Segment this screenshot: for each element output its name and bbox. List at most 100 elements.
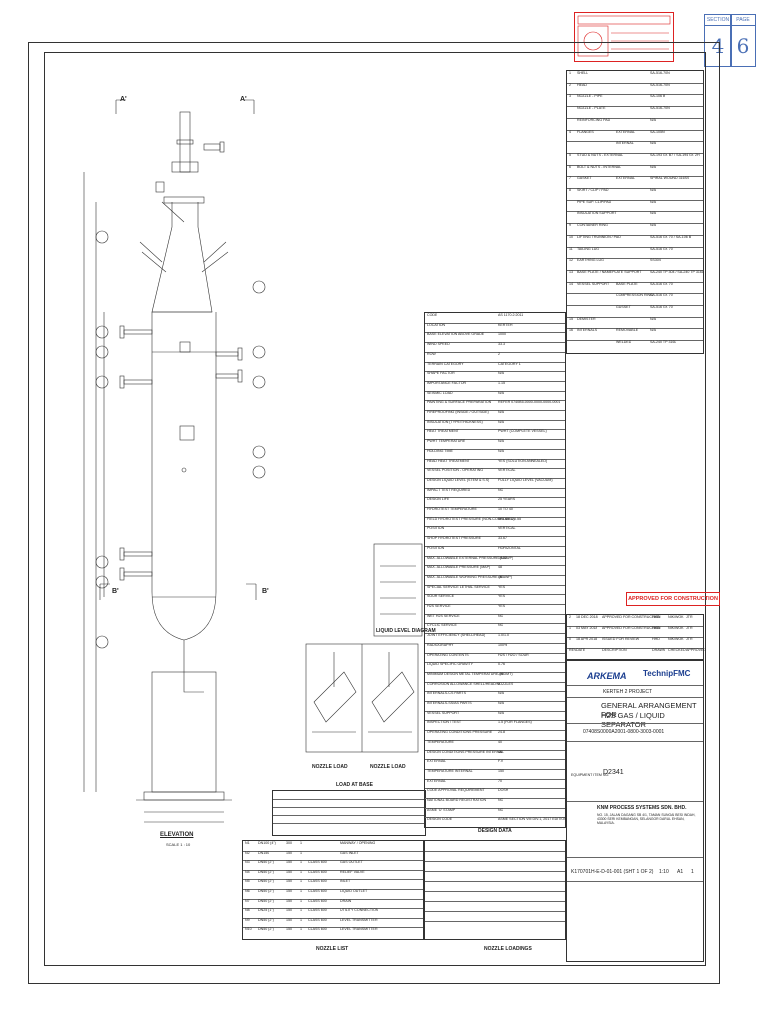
design-data-cell: KERTEH: [498, 322, 513, 327]
design-data-cell: 3: [498, 681, 500, 686]
design-data-cell: YES: [498, 594, 506, 599]
fabricator-address: NO. 15, JALAN DAGANG SB 4/1, TAMAN SUNGA…: [597, 813, 696, 826]
section-a-left-label: A': [120, 96, 127, 103]
liquid-level-label: LIQUID LEVEL DIAGRAM: [376, 628, 436, 634]
design-data-cell: HYDROTEST TEMPERATURE: [427, 507, 477, 511]
design-data-cell: IMPACT TEST REQUIRED: [427, 487, 471, 492]
design-data-cell: 2: [498, 351, 500, 356]
design-data-cell: F.V: [498, 759, 504, 764]
design-data-cell: POSITION: [427, 526, 445, 531]
nozzle-cell: LIQUID OUTLET: [340, 889, 368, 893]
design-data-cell: HEAD HEAT TREATMENT: [427, 458, 470, 463]
nozzle-cell: N9: [245, 917, 250, 922]
nozzle-cell: DN50 (2"): [258, 927, 274, 932]
material-cell: SA-516-70N: [650, 82, 670, 87]
material-cell: CONTAINER RING: [577, 223, 608, 228]
design-data-cell: SOUR SERVICE: [427, 594, 455, 599]
design-data-cell: ROW: [427, 351, 436, 356]
material-cell: VESSEL SUPPORT: [577, 281, 610, 286]
material-cell: 3: [569, 94, 571, 99]
fabricator-name: KNM PROCESS SYSTEMS SDN. BHD.: [597, 805, 687, 811]
design-data-cell: -46: [498, 671, 504, 676]
design-data-cell: H2S SERVICE: [427, 604, 451, 608]
nozzle-loadings-label: NOZZLE LOADINGS: [484, 946, 532, 952]
nozzle-cell: RELIEF VALVE: [340, 869, 365, 874]
design-data-cell: 1.15: [498, 380, 505, 385]
nozzle-cell: DN50 (2"): [258, 879, 274, 884]
revision-cell: APPROVED: [686, 648, 706, 652]
design-data-cell: CYCLIC SERVICE: [427, 623, 457, 628]
design-data-cell: 10 TO 40: [498, 507, 513, 511]
revision-cell: REV: [569, 648, 577, 652]
design-data-cell: CODE: [427, 313, 438, 317]
page-value: 6: [730, 25, 756, 67]
material-cell: N/A: [650, 188, 656, 192]
design-data-cell: DESIGN CODE: [427, 817, 453, 822]
material-cell: NOZZLE - PIPE: [577, 94, 603, 99]
revision-cell: 18 APR 2018: [576, 637, 598, 641]
revision-cell: 18 DEC 2018: [576, 615, 598, 619]
design-data-cell: 25 YEARS: [498, 497, 516, 502]
nozzle-cell: 300: [286, 841, 292, 845]
revision-cell: APPROVED FOR CONSTRUCTION: [602, 615, 661, 619]
nozzle-cell: DN50 (2"): [258, 869, 274, 874]
design-data-cell: VERTICAL: [498, 468, 516, 473]
design-data-cell: DESIGN LIQUID LEVEL (STEM & S.S): [427, 477, 490, 482]
revision-cell: 1: [569, 626, 571, 630]
design-data-cell: H2S / H2O / SOUR: [498, 652, 529, 657]
material-cell: 11: [569, 246, 573, 251]
nozzle-cell: N10: [245, 927, 252, 932]
design-data-cell: ASME 'U' STAMP: [427, 807, 456, 812]
material-cell: SA-516 Gr. 70: [650, 246, 673, 251]
design-data-cell: SEISMIC LOAD: [427, 390, 453, 395]
material-cell: NOZZLE - PLATE: [577, 106, 606, 111]
design-data-cell: JOINT EFFICIENCY (SHELL/HEAD): [427, 633, 486, 638]
revision-cell: NIK/WOK: [668, 626, 684, 630]
nozzle-cell: CLASS 600: [308, 908, 327, 913]
load-at-base-table: [272, 790, 426, 836]
design-data-cell: 33.3: [498, 342, 505, 347]
design-data-cell: HOLDING TIME: [427, 448, 453, 453]
section-b-right-label: B': [262, 588, 269, 595]
design-data-cell: NATIONAL BOARD REGISTRATION: [427, 798, 487, 802]
drawing-title-line-1: GENERAL ARRANGEMENT FOR: [601, 701, 697, 719]
material-cell: N/A: [650, 117, 656, 122]
nozzle-cell: N8: [245, 908, 250, 913]
nozzle-cell: 150: [286, 927, 292, 932]
material-cell: SA-240 TP 316L: [650, 340, 677, 345]
nozzle-cell: DN50 (2"): [258, 889, 274, 893]
design-data-cell: 70: [498, 778, 502, 783]
nozzle-cell: LEVEL TRANSMITTER: [340, 927, 378, 932]
client-logo: ARKEMA: [587, 671, 627, 681]
design-data-cell: LIQUID SPECIFIC GRAVITY: [427, 662, 474, 667]
nozzle-cell: DN25 (1"): [258, 908, 274, 913]
section-a-right-label: A': [240, 96, 247, 103]
design-data-cell: INTERNALS-CS PARTS: [427, 691, 467, 696]
design-data-cell: BASE ELEVATION ABOVE GRADE: [427, 332, 485, 337]
nozzle-cell: UTILITY CONNECTION: [340, 908, 379, 913]
design-data-cell: NO: [498, 798, 504, 802]
design-data-cell: YES: [498, 604, 506, 608]
design-data-cell: HEAT TREATMENT: [427, 429, 459, 434]
nozzle-cell: 150: [286, 879, 292, 884]
material-cell: EXTERNAL: [616, 129, 635, 134]
title-block: ARKEMA TechnipFMC KERTEH 2 PROJECT GENER…: [566, 660, 704, 962]
material-cell: GASKET: [577, 176, 592, 181]
nozzle-cell: DN50 (2"): [258, 860, 274, 865]
nozzle-cell: 150: [286, 898, 292, 903]
nozzle-load-label-2: NOZZLE LOAD: [370, 764, 406, 770]
design-data-cell: MAX. ALLOWABLE PRESSURE (MAP): [427, 565, 491, 570]
tag-label: EQUIPMENT ITEM NO.: [571, 773, 610, 777]
revision-cell: DESCRIPTION: [602, 648, 627, 652]
nozzle-cell: 1: [300, 879, 302, 884]
material-cell: N/A: [650, 328, 656, 333]
nozzle-cell: 1: [300, 898, 302, 903]
design-data-cell: VESSEL SUPPORT: [427, 710, 460, 715]
design-data-cell: FIREPROOFING (INSIDE / OUTSIDE): [427, 410, 489, 414]
nozzle-cell: N3: [245, 860, 250, 865]
revision-cell: HHD: [652, 637, 660, 641]
material-cell: 1: [569, 71, 571, 75]
material-cell: SA-516-70N: [650, 71, 670, 75]
